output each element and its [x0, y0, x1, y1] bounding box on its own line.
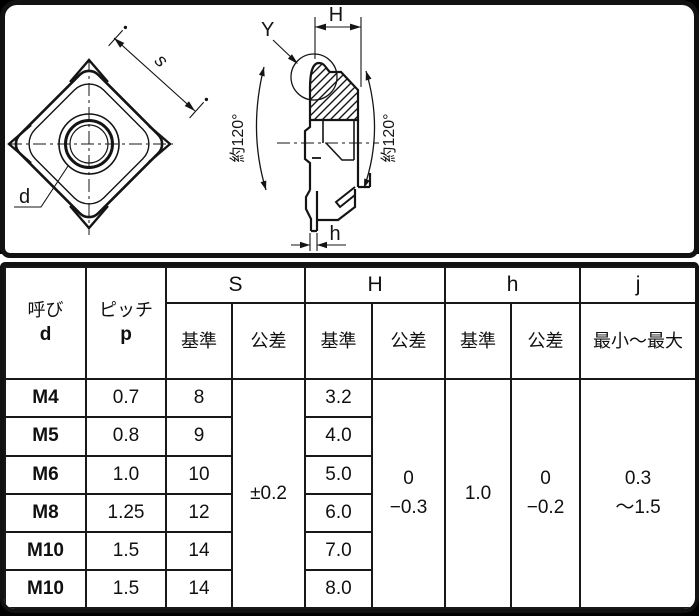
header-nominal-jp: 呼び — [27, 300, 64, 321]
section-view: Y H h 約120° — [229, 5, 398, 251]
left-angle-label: 約120° — [229, 113, 247, 162]
header-H-tol: 公差 — [371, 302, 447, 381]
section-left-face — [303, 120, 312, 190]
dimension-table: 呼び d ピッチ p S H h j 基準 公差 基準 公差 基準 公差 最小～… — [4, 266, 695, 609]
cell-H-base: 5.0 — [304, 454, 374, 495]
header-group-row: 呼び d ピッチ p S H h j — [4, 266, 695, 381]
header-sub-row: 基準 公差 基準 公差 基準 公差 最小～最大 — [5, 302, 695, 381]
cell-nominal: M10 — [4, 530, 87, 571]
cell-H-base: 6.0 — [304, 492, 374, 533]
hole-outer-circle — [58, 113, 120, 175]
section-flange — [304, 189, 319, 233]
dimension-table-panel: 呼び d ピッチ p S H h j 基準 公差 基準 公差 基準 公差 最小～… — [0, 262, 699, 613]
H-tol-lower: −0.3 — [389, 496, 428, 518]
cell-s-base: 12 — [165, 492, 233, 533]
left-angle-annotation: 約120° — [229, 66, 267, 191]
H-dim-label: H — [329, 5, 343, 26]
cell-nominal: M4 — [4, 378, 87, 419]
header-nominal-letter: d — [39, 323, 52, 345]
header-nominal: 呼び d — [4, 266, 87, 381]
header-pitch-letter: p — [120, 323, 132, 345]
table-row: M10 1.5 14 7.0 — [4, 530, 695, 571]
cell-s-base: 10 — [165, 454, 233, 495]
section-bottom-projection — [334, 186, 356, 209]
cell-H-base: 3.2 — [304, 378, 374, 419]
table-row: M10 1.5 14 8.0 — [4, 568, 695, 609]
weld-nut-drawing: s d — [7, 5, 398, 251]
cell-pitch: 0.7 — [85, 378, 167, 419]
right-angle-annotation: 約120° — [363, 70, 398, 189]
h-lower-dimension: h — [291, 223, 346, 251]
cell-s-tolerance: ±0.2 — [230, 378, 307, 609]
table-row: M5 0.8 9 4.0 — [4, 416, 695, 457]
header-S: S — [164, 266, 307, 305]
header-h-tol: 公差 — [510, 302, 582, 381]
cell-nominal: M6 — [4, 454, 87, 495]
cell-pitch: 1.0 — [85, 454, 167, 495]
section-hatched-body — [308, 61, 360, 122]
s-dim-label: s — [150, 50, 172, 72]
hole-circle — [64, 119, 114, 169]
cell-s-base: 14 — [165, 530, 233, 571]
header-j-minmax: 最小～最大 — [579, 302, 695, 381]
cell-H-tolerance: 0 −0.3 — [371, 378, 447, 609]
header-pitch-jp: ピッチ — [99, 300, 153, 321]
cell-h-tolerance: 0 −0.2 — [510, 378, 582, 609]
cell-nominal: M8 — [4, 492, 87, 533]
j-min: 0.3 — [624, 468, 652, 490]
cell-h-base: 1.0 — [444, 378, 513, 609]
weld-projection-left — [7, 124, 32, 164]
header-H-base: 基準 — [304, 302, 374, 381]
cell-j-range: 0.3 ～1.5 — [579, 378, 695, 609]
cell-s-base: 9 — [165, 416, 233, 457]
y-leader: Y — [261, 19, 298, 64]
weld-projection-top — [69, 58, 109, 83]
cell-H-base: 4.0 — [304, 416, 374, 457]
cell-nominal: M5 — [4, 416, 87, 457]
section-hole — [322, 120, 355, 143]
nut-body-outline — [14, 69, 164, 219]
d-label: d — [19, 186, 30, 208]
nut-chamfer-contour — [28, 83, 150, 205]
cell-s-base: 8 — [165, 378, 233, 419]
cell-H-base: 8.0 — [304, 568, 374, 609]
header-H: H — [304, 266, 447, 305]
plan-view: s d — [7, 25, 209, 235]
y-label: Y — [261, 19, 274, 41]
header-h-base: 基準 — [444, 302, 513, 381]
header-pitch: ピッチ p — [85, 266, 167, 381]
header-j: j — [579, 266, 695, 305]
cell-nominal: M10 — [4, 568, 87, 609]
weld-projection-bottom — [69, 205, 109, 230]
thread-circle — [69, 124, 109, 164]
header-s-tol: 公差 — [230, 302, 307, 381]
h-tol-upper: 0 — [540, 468, 551, 490]
weld-projection-right — [148, 125, 172, 163]
cell-pitch: 1.25 — [85, 492, 167, 533]
cell-s-base: 14 — [165, 568, 233, 609]
header-h: h — [444, 266, 582, 305]
h-upper-dimension: H — [314, 5, 362, 87]
table-row: M6 1.0 10 5.0 — [4, 454, 695, 495]
detail-circle — [290, 53, 338, 101]
cell-H-base: 7.0 — [304, 530, 374, 571]
table-row: M4 0.7 8 ±0.2 3.2 0 −0.3 1.0 0 −0.2 — [4, 378, 695, 609]
j-max: ～1.5 — [615, 496, 661, 518]
cell-pitch: 0.8 — [85, 416, 167, 457]
s-dimension: s — [108, 25, 209, 119]
header-s-base: 基準 — [165, 302, 233, 381]
cell-pitch: 1.5 — [85, 530, 167, 571]
section-chamfer — [325, 142, 355, 161]
h-tol-lower: −0.2 — [526, 496, 565, 518]
cell-pitch: 1.5 — [85, 568, 167, 609]
h-dim-label: h — [329, 223, 340, 245]
table-row: M8 1.25 12 6.0 — [4, 492, 695, 533]
technical-drawing-panel: s d — [0, 0, 699, 258]
H-tol-upper: 0 — [403, 468, 414, 490]
d-leader: d — [14, 165, 69, 208]
right-angle-label: 約120° — [380, 113, 398, 162]
